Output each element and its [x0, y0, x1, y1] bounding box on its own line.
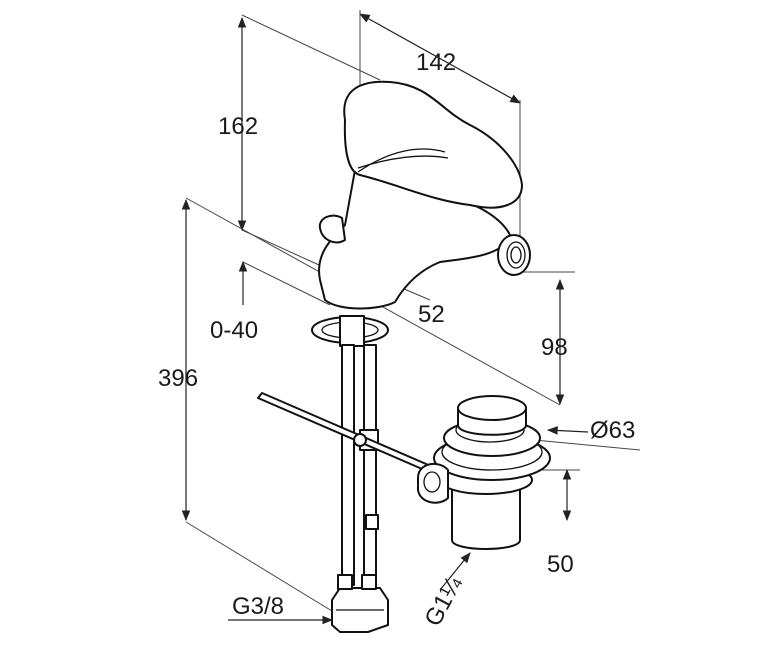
dimension-98: 98: [541, 334, 568, 361]
dimension-50: 50: [547, 551, 574, 578]
rear-knob: [318, 214, 346, 244]
threaded-shank: [339, 315, 365, 347]
dimension-142: 142: [416, 49, 456, 76]
waste-assembly: [417, 395, 551, 550]
dimension-52: 52: [418, 301, 445, 328]
supply-hose-right: [363, 344, 377, 586]
waste-linkage: [417, 462, 449, 504]
dimension-162: 162: [218, 113, 258, 140]
waste-body: [451, 479, 521, 550]
thread-g3-8: G3/8: [232, 593, 284, 620]
faucet-assembly: [257, 80, 531, 633]
dimension-396: 396: [158, 365, 198, 392]
supply-hose-left: [341, 344, 355, 586]
thread-g1-1-4: G1¼: [419, 571, 468, 630]
dimension-diameter-63: Ø63: [590, 417, 635, 444]
dimension-0-40: 0-40: [210, 317, 258, 344]
lever-handle: [343, 80, 523, 209]
